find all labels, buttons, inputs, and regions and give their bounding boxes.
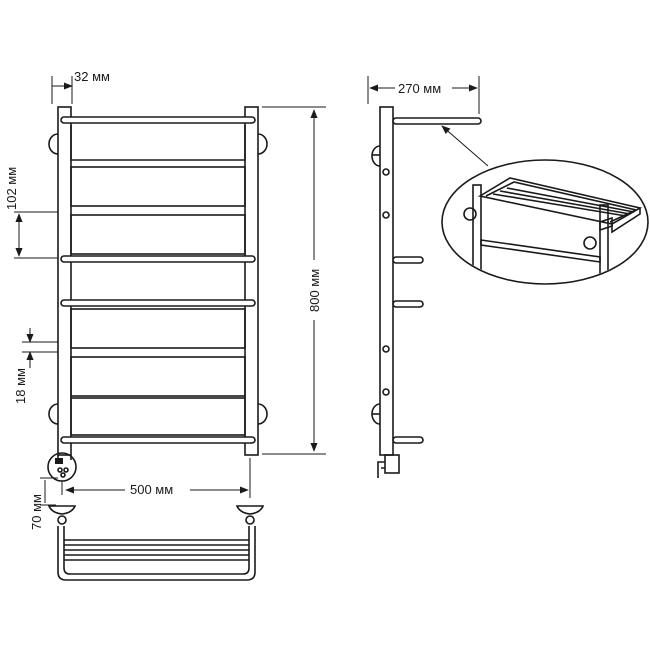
shelf-view [47, 505, 265, 581]
flat-rung [70, 397, 246, 436]
dim-depth-label: 270 мм [398, 81, 441, 96]
heater-control [47, 452, 77, 495]
dim-shelf-offset-label: 70 мм [29, 494, 44, 530]
flat-rung [70, 214, 246, 255]
shelf-bracket-right [235, 505, 265, 515]
mount-upper-right [257, 133, 268, 155]
side-vertical-pipe [379, 106, 394, 456]
shelf-bracket-left [47, 505, 77, 515]
round-rail [60, 116, 256, 124]
front-view: 32 мм 102 мм 18 мм 800 мм 500 мм 70 мм [4, 69, 326, 530]
dim-height-label: 800 мм [307, 269, 322, 312]
side-rung [392, 436, 424, 444]
round-rail [60, 255, 256, 263]
side-top-arm [392, 117, 482, 125]
bracket-screw-icon [245, 515, 255, 525]
side-heater-plug [384, 454, 400, 474]
heater-button-icon [63, 467, 69, 473]
dim-pipe-width-label: 32 мм [74, 69, 110, 84]
dim-rung-diameter-label: 18 мм [13, 368, 28, 404]
mount-lower-right [257, 403, 268, 425]
heater-button-icon [60, 472, 66, 478]
round-rail [60, 436, 256, 444]
heater-button-icon [57, 467, 63, 473]
dim-width-label: 500 мм [130, 482, 173, 497]
left-side-pipe [57, 106, 72, 456]
flat-rung [70, 166, 246, 207]
mount-lower-left [48, 403, 59, 425]
side-mount-upper [371, 145, 381, 167]
detail-view [441, 159, 649, 285]
flat-rung [70, 356, 246, 397]
bracket-screw-icon [57, 515, 67, 525]
upper-frame [70, 125, 246, 161]
side-rung [392, 256, 424, 264]
detail-leader-arrow [441, 125, 489, 167]
flat-rung [70, 308, 246, 349]
detail-ellipse [441, 159, 649, 285]
heater-display-icon [55, 458, 63, 464]
right-side-pipe [244, 106, 259, 456]
shelf-frame [57, 526, 256, 581]
dim-rung-spacing-label: 102 мм [4, 167, 19, 210]
side-view: 270 мм [367, 76, 489, 478]
mount-upper-left [48, 133, 59, 155]
round-rail [60, 299, 256, 307]
side-rung [392, 300, 424, 308]
